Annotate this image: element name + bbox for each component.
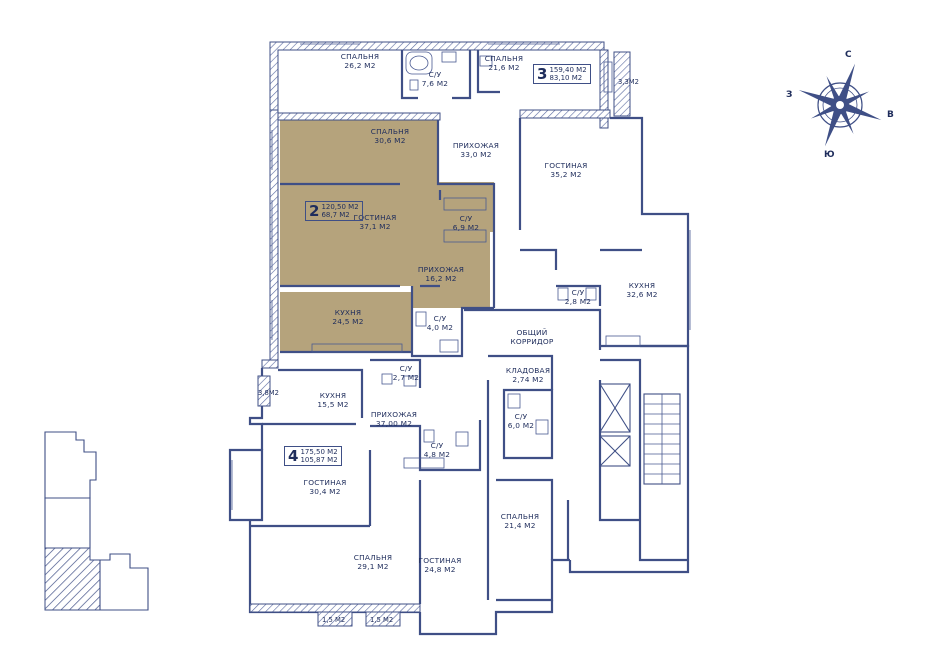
- interior-walls: [250, 50, 688, 604]
- compass-rose: [798, 63, 882, 147]
- balconies: [257, 51, 631, 627]
- key-plan: [44, 431, 149, 611]
- compass-east-label: В: [887, 110, 894, 120]
- apartment-number: 4: [288, 447, 299, 465]
- apartment-2-highlight[interactable]: [280, 120, 494, 352]
- apartment-number: 3: [537, 65, 548, 83]
- compass-north-label: С: [845, 50, 852, 60]
- compass-south-label: Ю: [824, 150, 835, 160]
- balcony-label: 3,3М2: [618, 78, 639, 86]
- balcony-label: 1,5 М2: [370, 616, 394, 624]
- apartment-number: 2: [309, 202, 320, 220]
- bathroom-fixtures: [311, 51, 641, 469]
- windows: [231, 43, 691, 510]
- balcony-label: 3,8М2: [258, 389, 279, 397]
- outer-walls: [228, 41, 690, 636]
- stair-core: [599, 383, 681, 485]
- balcony-label: 1,5 М2: [322, 616, 346, 624]
- compass-west-label: З: [786, 90, 793, 100]
